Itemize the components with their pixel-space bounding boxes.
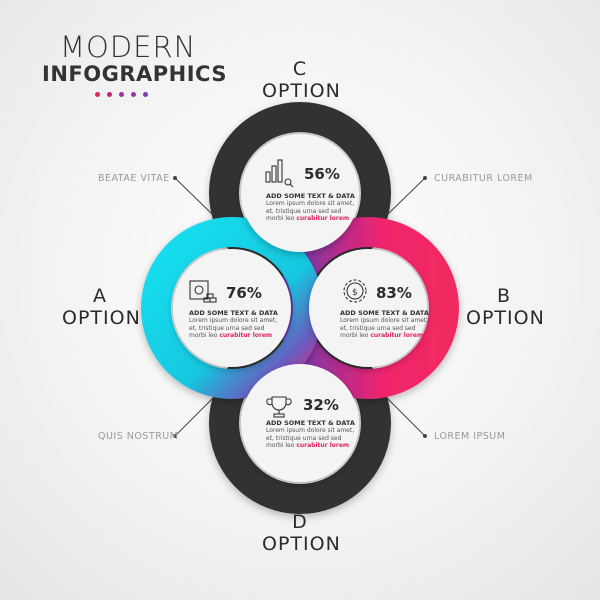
card-left-text: ADD SOME TEXT & DATA Lorem ipsum dolore … <box>189 309 278 340</box>
card-left-line2: et, tristique urna sed sed <box>189 324 265 332</box>
trophy-icon <box>266 396 292 418</box>
title-dot <box>119 92 124 97</box>
connector-top-right <box>386 177 426 216</box>
card-left-caption: ADD SOME TEXT & DATA <box>189 309 278 317</box>
option-c-word: OPTION <box>262 80 341 102</box>
card-top-percent: 56% <box>304 165 340 183</box>
card-left-line3: morbi leo <box>189 332 218 339</box>
title-line-2: INFOGRAPHICS <box>42 62 227 86</box>
title-dot <box>131 92 136 97</box>
card-bottom-text: ADD SOME TEXT & DATA Lorem ipsum dolore … <box>266 419 355 450</box>
option-d-letter: D <box>292 511 308 533</box>
option-d-label: D OPTION <box>262 511 341 555</box>
card-right-line3: morbi leo <box>340 332 369 339</box>
gear-dollar-icon: $ <box>343 279 367 303</box>
card-left-percent: 76% <box>226 284 262 302</box>
option-d-word: OPTION <box>262 533 341 555</box>
safe-icon <box>189 280 217 303</box>
svg-text:$: $ <box>352 288 358 298</box>
side-label-top-right: CURABITUR LOREM <box>434 173 533 184</box>
disc-left <box>173 249 291 367</box>
option-a-word: OPTION <box>62 307 141 329</box>
title-line-1: MODERN <box>60 30 197 64</box>
side-label-top-left: BEATAE VITAE <box>98 173 170 184</box>
card-right-line2: et, tristique urna sed sed <box>340 324 416 332</box>
card-bottom-percent: 32% <box>303 396 339 414</box>
card-right-line1: Lorem ipsum dolore sit amet, <box>340 317 429 324</box>
title-dot <box>95 92 100 97</box>
side-label-bottom-left: QUIS NOSTRUM <box>98 431 179 442</box>
disc-top <box>241 134 359 252</box>
card-right-highlight: curabitur lorem <box>370 332 424 339</box>
title-dots <box>95 92 148 97</box>
card-left-line1: Lorem ipsum dolore sit amet, <box>189 317 278 324</box>
option-a-label: A OPTION <box>62 285 141 329</box>
connector-bottom-left <box>174 397 214 437</box>
connector-top-left <box>174 177 214 216</box>
card-bottom-caption: ADD SOME TEXT & DATA <box>266 419 355 427</box>
card-left-highlight: curabitur lorem <box>219 332 273 339</box>
card-right-caption: ADD SOME TEXT & DATA <box>340 309 429 317</box>
disc-bottom <box>241 364 359 482</box>
side-label-bottom-right: LOREM IPSUM <box>434 431 506 442</box>
option-c-letter: C <box>292 58 308 80</box>
card-bottom-highlight: curabitur lorem <box>296 442 350 449</box>
card-top-line1: Lorem ipsum dolore sit amet, <box>266 200 355 207</box>
card-bottom-line2: et, tristique urna sed sed <box>266 434 342 442</box>
title-dot <box>143 92 148 97</box>
title-dot <box>107 92 112 97</box>
card-right-text: ADD SOME TEXT & DATA Lorem ipsum dolore … <box>340 309 429 340</box>
card-bottom-line1: Lorem ipsum dolore sit amet, <box>266 427 355 434</box>
bar-chart-icon <box>265 159 294 188</box>
card-top-highlight: curabitur lorem <box>296 215 350 222</box>
option-c-label: C OPTION <box>262 58 341 102</box>
card-top-line2: et, tristique urna sed sed <box>266 207 342 215</box>
option-a-letter: A <box>93 285 107 307</box>
ring-right <box>277 217 459 399</box>
option-b-letter: B <box>496 285 512 307</box>
card-bottom-line3: morbi leo <box>266 442 295 449</box>
option-b-label: B OPTION <box>466 285 545 329</box>
ring-left <box>141 217 323 399</box>
card-top-line3: morbi leo <box>266 215 295 222</box>
connector-bottom-right <box>386 397 426 437</box>
option-b-word: OPTION <box>466 307 545 329</box>
card-top-text: ADD SOME TEXT & DATA Lorem ipsum dolore … <box>266 192 355 223</box>
card-right-percent: 83% <box>376 284 412 302</box>
card-top-caption: ADD SOME TEXT & DATA <box>266 192 355 200</box>
disc-right <box>309 249 427 367</box>
